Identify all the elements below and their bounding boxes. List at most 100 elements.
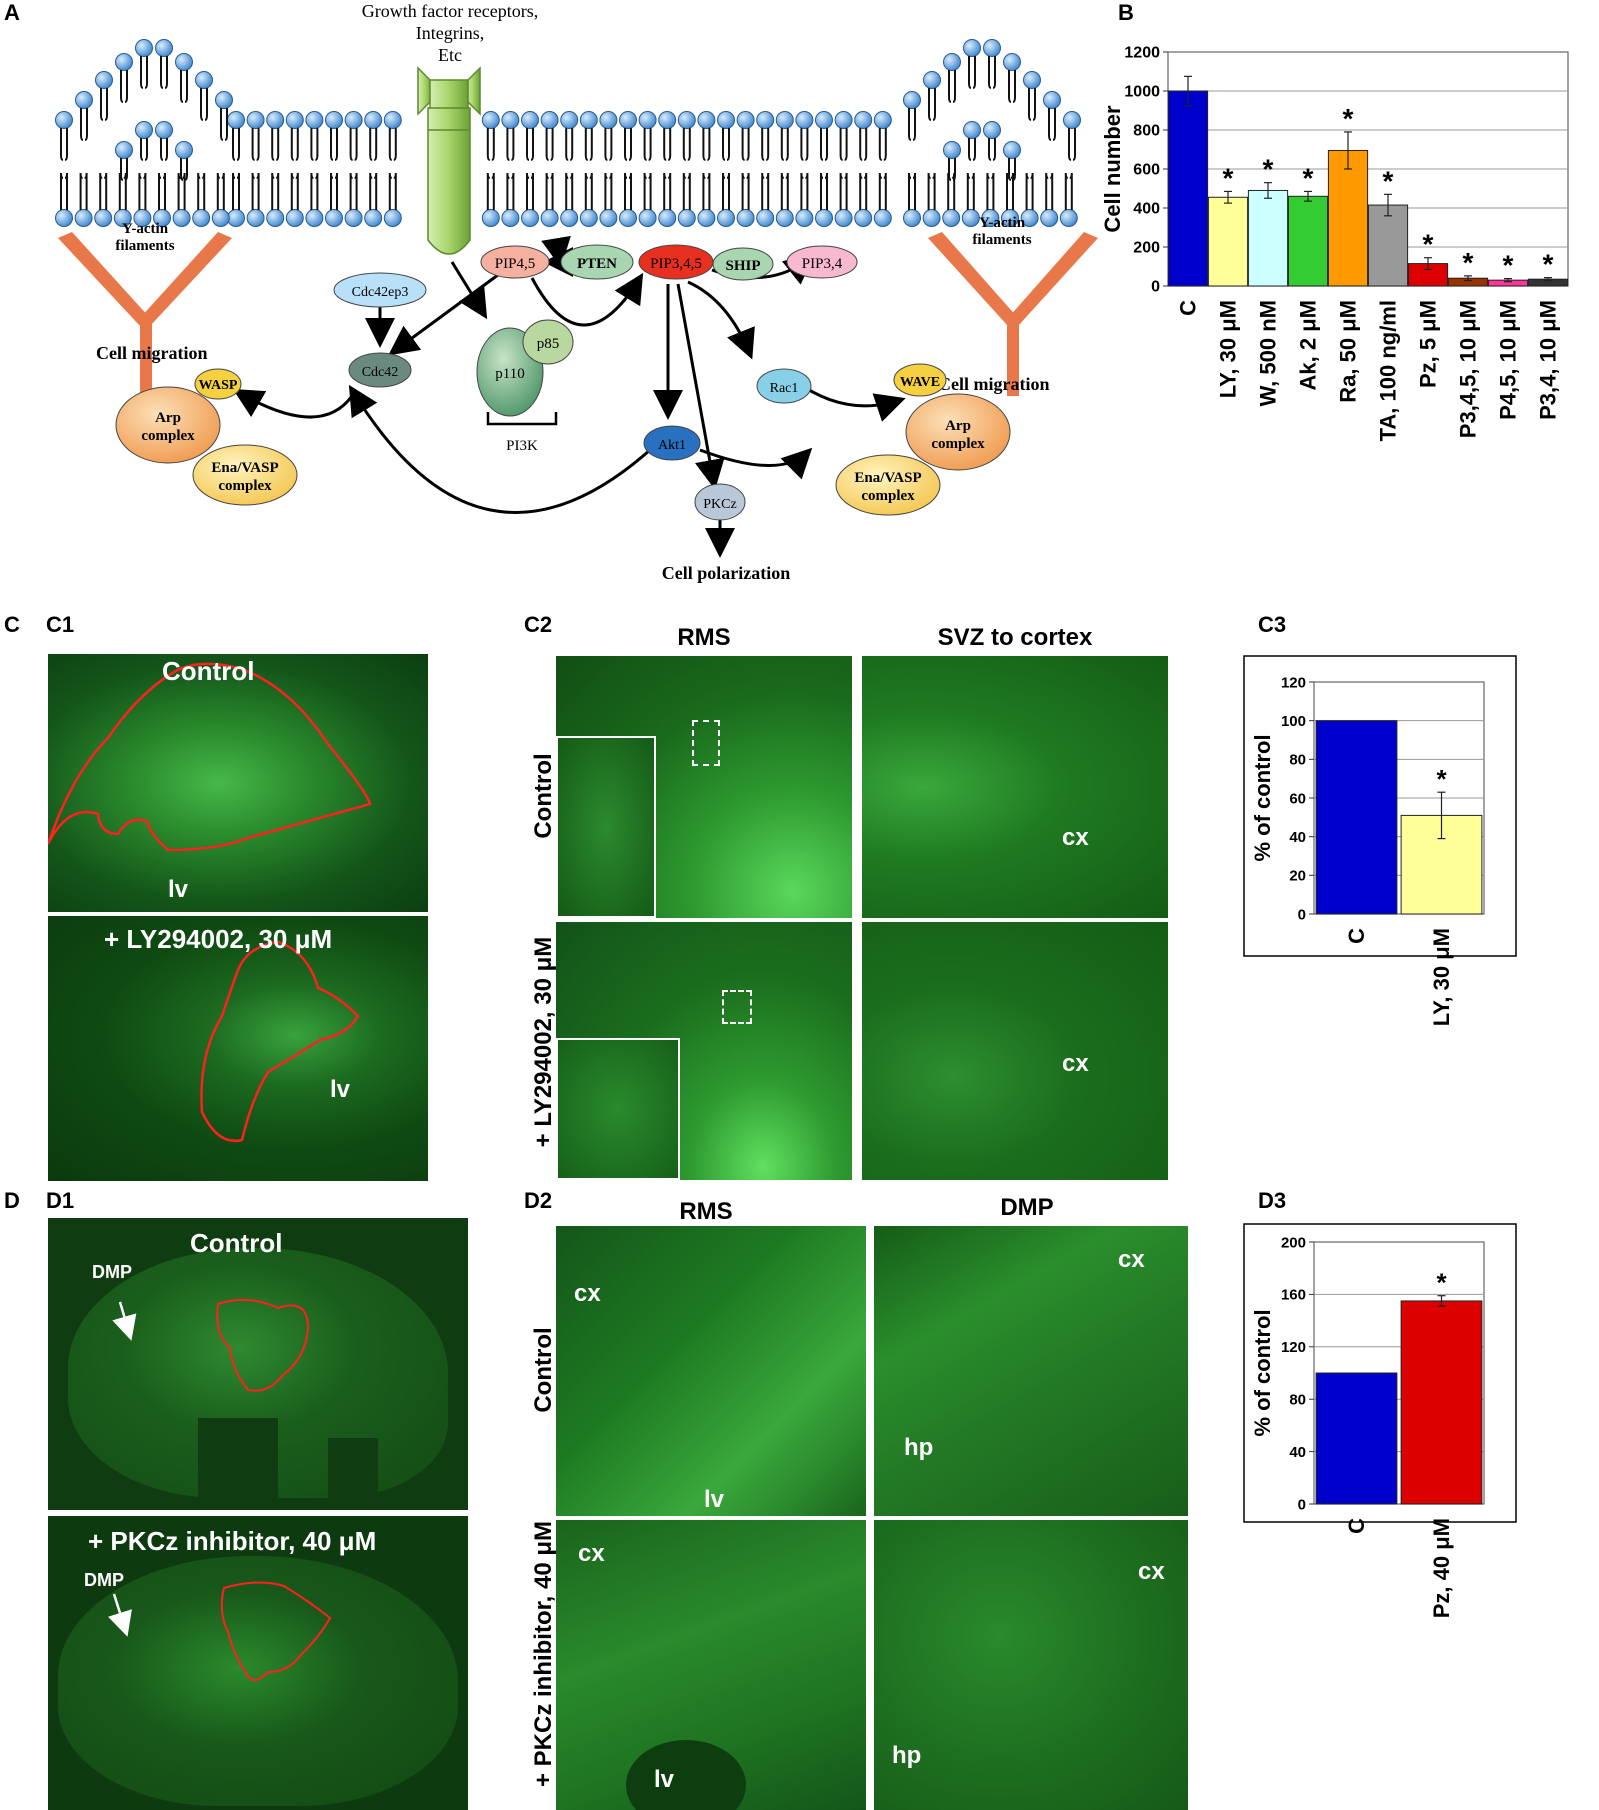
lipid-head (211, 209, 230, 227)
node-pip345: PIP3,4,5 (638, 244, 714, 280)
lipid-head (560, 209, 579, 227)
yactin-left-label-2: filaments (115, 238, 174, 254)
significance-star: * (1436, 1268, 1447, 1298)
c2-col-svz: SVZ to cortex (937, 624, 1093, 651)
node-p85: p85 (522, 319, 574, 365)
y-actin-right (928, 232, 1098, 396)
y-tick-label: 800 (1133, 123, 1160, 140)
c1-ly-label: + LY294002, 30 μM (104, 924, 333, 954)
lipid-head (94, 209, 113, 227)
lipid-head (115, 53, 133, 71)
d2-row-control: Control (530, 1327, 557, 1413)
lipid-head (1040, 209, 1059, 227)
lipid-head (266, 111, 285, 129)
lipid-head (55, 209, 73, 227)
lipid-head (175, 53, 193, 71)
lipid-head (95, 71, 113, 89)
svg-text:Ena/VASP: Ena/VASP (211, 460, 278, 476)
node-ena-left: Ena/VASP complex (192, 444, 298, 506)
lipid-head (677, 111, 696, 129)
lipid-head (227, 111, 245, 129)
lipid-head (638, 111, 657, 129)
category-label: Ra, 50 μM (1336, 300, 1361, 403)
c1-ly-lv: lv (330, 1076, 351, 1103)
lipid-head (834, 209, 853, 227)
svg-text:Cdc42ep3: Cdc42ep3 (352, 285, 409, 300)
lipid-head (153, 209, 171, 227)
lipid-head (963, 39, 981, 57)
lipid-head (619, 111, 637, 129)
lipid-head (74, 209, 93, 227)
lipid-head (133, 209, 152, 227)
lipid-head (963, 121, 981, 139)
svg-text:PTEN: PTEN (577, 256, 617, 272)
lipid-head (325, 111, 343, 129)
d2-tr-hp: hp (904, 1434, 934, 1461)
lipid-head (922, 209, 941, 227)
category-label: TA, 100 ng/ml (1376, 300, 1401, 441)
y-tick-label: 200 (1133, 240, 1160, 257)
panel-letter-d1: D1 (46, 1188, 75, 1213)
svg-text:complex: complex (931, 436, 985, 452)
node-wave: WAVE (893, 363, 947, 397)
y-tick-label: 40 (1289, 829, 1306, 846)
lipid-head (923, 71, 941, 89)
d1-pkcz-micrograph: + PKCz inhibitor, 40 μM DMP (48, 1516, 468, 1810)
lipid-head (854, 209, 873, 227)
svg-text:complex: complex (141, 428, 195, 444)
category-label: W, 500 nM (1256, 300, 1281, 406)
lipid-head (873, 111, 892, 129)
y-tick-label: 40 (1289, 1444, 1306, 1461)
pathway-diagram: Growth factor receptors, Integrins, Etc … (55, 1, 1098, 583)
node-ena-right: Ena/VASP complex (835, 454, 941, 516)
significance-star: * (1263, 154, 1274, 185)
significance-star: * (1423, 229, 1434, 260)
lipid-head (1003, 53, 1021, 71)
node-akt1: Akt1 (643, 425, 701, 461)
svg-text:Akt1: Akt1 (658, 438, 686, 453)
lipid-head (599, 209, 618, 227)
lipid-head (775, 209, 794, 227)
lipid-head (305, 209, 324, 227)
lipid-head (961, 209, 980, 227)
lipid-head (697, 209, 716, 227)
lipid-head (135, 121, 153, 139)
lipid-head (756, 111, 775, 129)
lipid-head (75, 91, 93, 109)
d2-rms-control: cx lv (556, 1226, 866, 1516)
c2-row-ly: + LY294002, 30 μM (530, 936, 557, 1148)
lipid-head (521, 111, 539, 129)
receptor-label-3: Etc (438, 45, 462, 65)
y-axis-label: % of control (1250, 734, 1275, 861)
lipid-head (521, 209, 539, 227)
c1-control-micrograph: Control lv (48, 654, 428, 912)
d1-pkcz-label: + PKCz inhibitor, 40 μM (88, 1526, 377, 1556)
y-tick-label: 120 (1281, 1339, 1306, 1356)
panel-letter-d: D (4, 1188, 20, 1213)
svg-text:Cdc42: Cdc42 (362, 365, 399, 380)
lipid-head (195, 71, 213, 89)
lipid-head (155, 121, 173, 139)
d2-br-hp: hp (892, 1742, 922, 1769)
c2-cx-bottom: cx (1062, 1050, 1089, 1077)
lipid-head (619, 209, 637, 227)
lipid-head (717, 111, 735, 129)
d1-pkcz-dmp: DMP (84, 1570, 124, 1590)
lipid-head (113, 209, 132, 227)
panel-letter-c3: C3 (1258, 612, 1287, 637)
lipid-head (246, 209, 265, 227)
y-tick-label: 1000 (1124, 84, 1160, 101)
lipid-head (903, 209, 921, 227)
y-tick-label: 0 (1298, 1496, 1306, 1513)
d2-bl-cx: cx (578, 1540, 605, 1567)
node-rac1: Rac1 (756, 368, 812, 404)
lipid-head (677, 209, 696, 227)
lipid-head (854, 111, 873, 129)
lipid-head (736, 111, 755, 129)
significance-star: * (1303, 162, 1314, 193)
lipid-head (795, 111, 814, 129)
lipid-head (383, 209, 402, 227)
lipid-head (1059, 209, 1078, 227)
c2-rms-ly-inset (556, 1038, 680, 1180)
